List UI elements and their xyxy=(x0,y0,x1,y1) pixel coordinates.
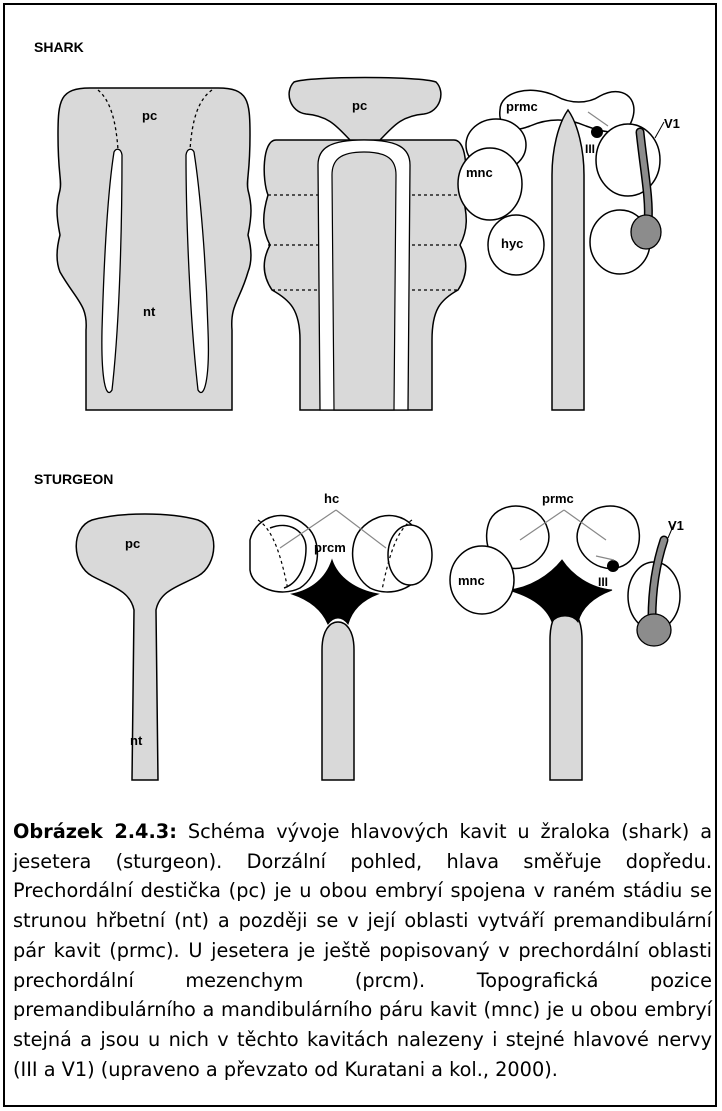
sturgeon-prcm-label: prcm xyxy=(314,540,346,555)
shark-notochord-3 xyxy=(552,110,584,410)
shark-hyc-label: hyc xyxy=(501,236,523,251)
shark-v1-label: V1 xyxy=(664,116,680,131)
sturgeon-panel-3: prmc mnc III V1 xyxy=(450,491,684,780)
shark-cavity-mnc xyxy=(458,148,522,220)
sturgeon-mesenchyme-3 xyxy=(508,560,612,622)
diagram: SHARK pc nt pc prmc mnc hyc III V1 xyxy=(0,0,722,800)
shark-inner-rod xyxy=(332,152,396,410)
sturgeon-v1-label: V1 xyxy=(668,518,684,533)
sturgeon-notochord-3 xyxy=(550,610,582,780)
shark-title: SHARK xyxy=(34,39,84,55)
sturgeon-embryo-1 xyxy=(76,514,214,780)
sturgeon-p1-nt-label: nt xyxy=(130,733,143,748)
shark-panel-2: pc xyxy=(264,78,467,411)
shark-embryo-1 xyxy=(57,88,251,410)
shark-nerve-iii-dot xyxy=(591,126,603,138)
sturgeon-panel-1: pc nt xyxy=(76,514,214,780)
shark-panel-3: prmc mnc hyc III V1 xyxy=(458,90,680,410)
sturgeon-hc-label: hc xyxy=(324,491,339,506)
sturgeon-right-small-cavity xyxy=(388,525,432,585)
caption-label: Obrázek 2.4.3: xyxy=(13,820,177,843)
sturgeon-notochord-2 xyxy=(322,622,354,780)
sturgeon-ganglion xyxy=(637,614,671,646)
shark-prmc-label: prmc xyxy=(506,99,538,114)
caption-text: Schéma vývoje hlavových kavit u žraloka … xyxy=(13,820,712,1081)
shark-v1-leader xyxy=(655,122,664,138)
sturgeon-nerve-iii-dot xyxy=(607,560,619,572)
shark-p1-nt-label: nt xyxy=(143,304,156,319)
sturgeon-iii-label: III xyxy=(598,575,608,589)
shark-p1-pc-label: pc xyxy=(142,108,157,123)
sturgeon-title: STURGEON xyxy=(34,471,113,487)
sturgeon-p1-pc-label: pc xyxy=(125,536,140,551)
shark-mnc-label: mnc xyxy=(466,165,493,180)
sturgeon-mnc-label: mnc xyxy=(458,573,485,588)
shark-panel-1: pc nt xyxy=(57,88,251,410)
shark-p2-pc-label: pc xyxy=(352,98,367,113)
sturgeon-panel-2: hc prcm xyxy=(250,491,432,780)
sturgeon-prmc-label: prmc xyxy=(542,491,574,506)
figure-caption: Obrázek 2.4.3: Schéma vývoje hlavových k… xyxy=(13,817,712,1084)
shark-ganglion xyxy=(631,215,661,249)
shark-iii-label: III xyxy=(585,142,595,156)
